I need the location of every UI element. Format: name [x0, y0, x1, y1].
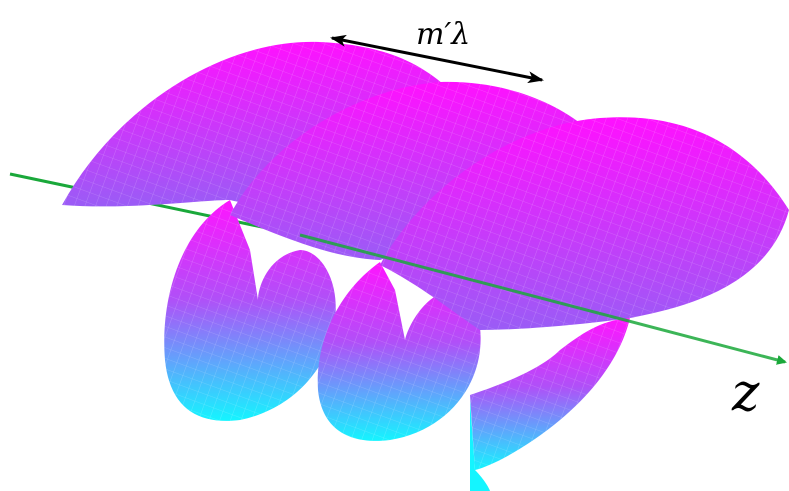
- helix-turn-3: [380, 117, 789, 491]
- z-axis-label: z: [731, 363, 760, 423]
- pitch-label: m′λ: [416, 17, 470, 52]
- pitch-arrow: [330, 34, 544, 84]
- z-axis: [299, 233, 787, 365]
